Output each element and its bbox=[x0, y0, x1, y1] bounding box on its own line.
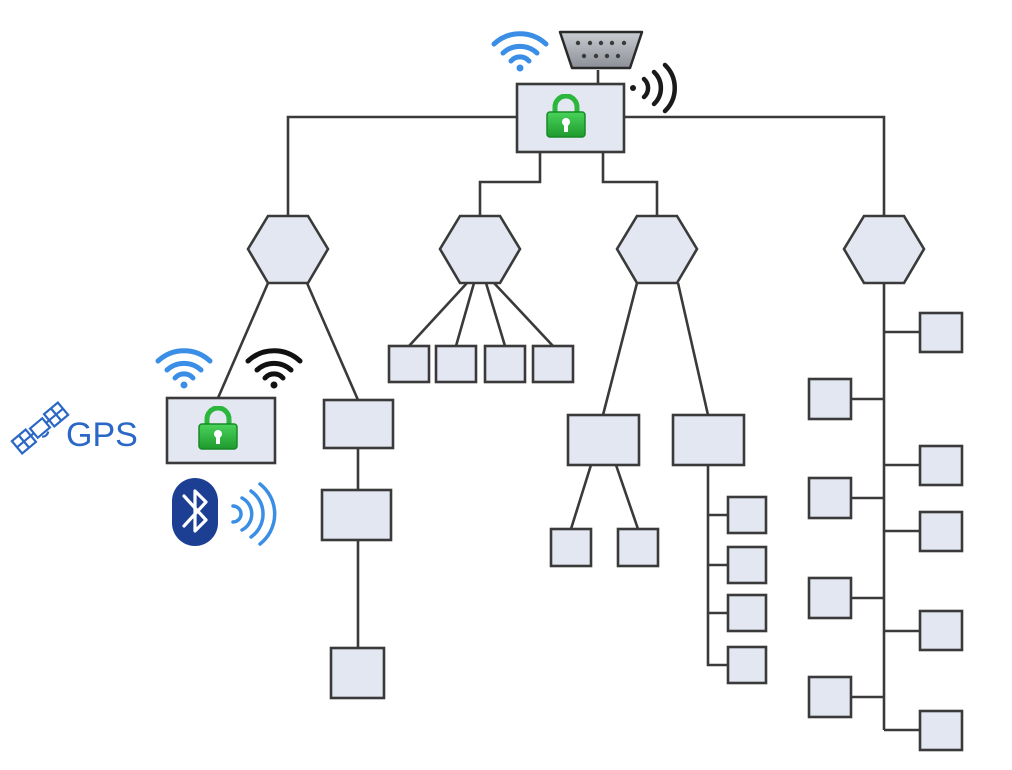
device-box bbox=[918, 510, 964, 553]
bluetooth-icon bbox=[172, 478, 218, 546]
device-box bbox=[918, 444, 964, 487]
device-box bbox=[387, 344, 431, 384]
hub-hexagon-1 bbox=[246, 214, 330, 285]
wifi-icon bbox=[158, 351, 210, 389]
root-node bbox=[515, 82, 626, 154]
device-box bbox=[726, 495, 768, 535]
hub-hexagon-4 bbox=[842, 214, 926, 285]
device-box bbox=[726, 593, 768, 633]
device-box bbox=[918, 609, 964, 652]
device-box bbox=[549, 527, 593, 568]
broadcast-signal-icon bbox=[630, 62, 677, 114]
device-box bbox=[671, 413, 746, 467]
gps-label: GPS bbox=[66, 416, 138, 454]
device-box bbox=[616, 527, 660, 568]
hub-hexagon-2 bbox=[438, 214, 522, 285]
device-box bbox=[726, 545, 768, 585]
device-boxes bbox=[320, 311, 964, 752]
broadcast-signal-icon bbox=[231, 482, 277, 546]
connections bbox=[216, 70, 920, 732]
device-box bbox=[807, 377, 853, 421]
wifi-icon bbox=[494, 34, 546, 72]
serial-port-icon bbox=[558, 30, 644, 70]
device-box bbox=[483, 344, 527, 384]
device-box bbox=[434, 344, 478, 384]
device-box bbox=[726, 645, 768, 685]
device-box bbox=[320, 488, 393, 542]
device-box bbox=[807, 476, 853, 520]
device-box bbox=[531, 344, 575, 384]
device-box bbox=[322, 398, 395, 450]
device-box bbox=[807, 675, 853, 719]
hub-hexagon-3 bbox=[615, 214, 699, 285]
satellite-icon bbox=[10, 401, 70, 455]
device-box bbox=[918, 709, 964, 752]
device-box bbox=[918, 311, 964, 354]
device-box bbox=[566, 413, 641, 467]
wifi-icon bbox=[248, 351, 300, 389]
device-box bbox=[807, 576, 853, 620]
gateway-node bbox=[165, 396, 277, 465]
device-box bbox=[329, 646, 386, 700]
